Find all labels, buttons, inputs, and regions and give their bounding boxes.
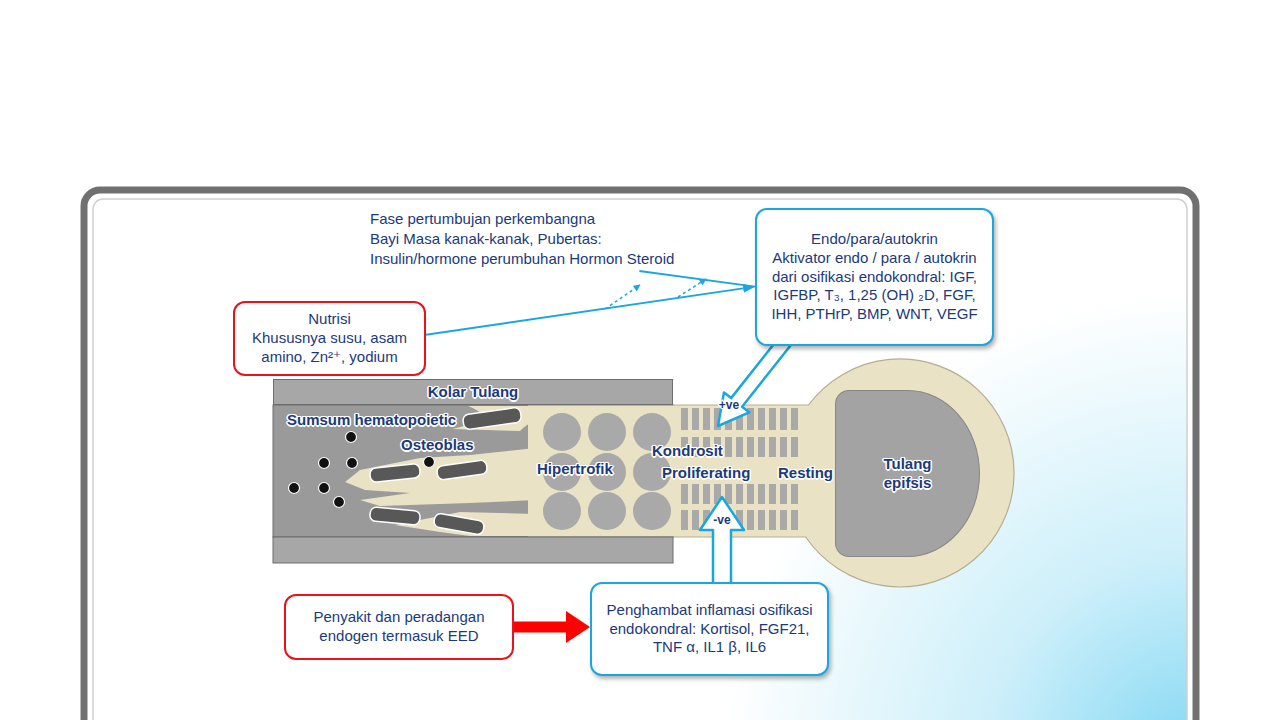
bone-collar-lower <box>273 537 673 563</box>
part-label: Resting <box>778 464 833 482</box>
node-text: Penghambat inflamasi osifikasi endokondr… <box>601 601 818 657</box>
activator-box: Endo/para/autokrinAktivator endo / para … <box>755 208 994 346</box>
part-label: Proliferating <box>662 464 750 482</box>
effect-sign: +ve <box>719 398 739 412</box>
bone-spicule <box>452 406 540 431</box>
marrow-cell <box>347 458 358 469</box>
marrow-cell <box>334 497 345 508</box>
part-label: Osteoblas <box>401 436 474 454</box>
node-text: Khususnya susu, asam amino, Zn²⁺, yodium <box>244 329 415 367</box>
node-text: Tulang epifsis <box>868 455 948 493</box>
leader-line <box>639 271 755 287</box>
chondrocyte <box>588 413 626 451</box>
connector-arrow <box>426 288 743 334</box>
node-text: Kolar Tulang <box>428 383 519 402</box>
chondrocyte <box>588 492 626 530</box>
osteoblast <box>369 463 420 482</box>
node-text: Penyakit dan peradangan endogen termasuk… <box>295 608 503 646</box>
hypertrophic-zone <box>528 406 674 537</box>
effect-sign: -ve <box>713 513 730 527</box>
slide-panel <box>93 199 1187 720</box>
node-text: Endo/para/autokrin <box>811 230 938 249</box>
osteoblast <box>436 460 487 481</box>
marrow-cavity <box>273 405 673 537</box>
marrow-cell <box>346 432 357 443</box>
phase-heading: Fase pertumbujan perkembangna <box>370 210 595 228</box>
marrow-cell <box>424 457 435 468</box>
part-label: Sumsum hematopoietic <box>287 411 456 429</box>
marrow-cell <box>319 483 330 494</box>
hormone-list: Insulin/hormone perumbuhan Hormon Steroi… <box>370 250 674 268</box>
marrow-cell <box>289 483 300 494</box>
part-label: Kondrosit <box>652 442 723 460</box>
bone-collar-band: Kolar Tulang <box>273 379 673 405</box>
epiphysis-shape: Tulang epifsis <box>835 390 980 557</box>
osteoblast <box>462 407 522 430</box>
osteoblast <box>433 513 485 535</box>
part-label: Hipertrofik <box>537 460 613 478</box>
chondrocyte <box>633 492 671 530</box>
osteoblast <box>369 507 420 525</box>
inhibitor-box: Penghambat inflamasi osifikasi endokondr… <box>590 582 829 676</box>
nutrition-box: NutrisiKhususnya susu, asam amino, Zn²⁺,… <box>233 301 426 376</box>
node-text: Nutrisi <box>308 310 351 329</box>
bone-spicule <box>345 448 535 506</box>
chondrocyte-column <box>681 484 798 504</box>
disease-box: Penyakit dan peradangan endogen termasuk… <box>284 594 514 660</box>
phase-list: Bayi Masa kanak-kanak, Pubertas: <box>370 230 602 248</box>
marrow-cell <box>319 458 330 469</box>
chondrocyte <box>543 413 581 451</box>
chondrocyte <box>543 492 581 530</box>
connector-arrow <box>514 622 566 633</box>
node-text: Aktivator endo / para / autokrin dari os… <box>766 249 983 324</box>
